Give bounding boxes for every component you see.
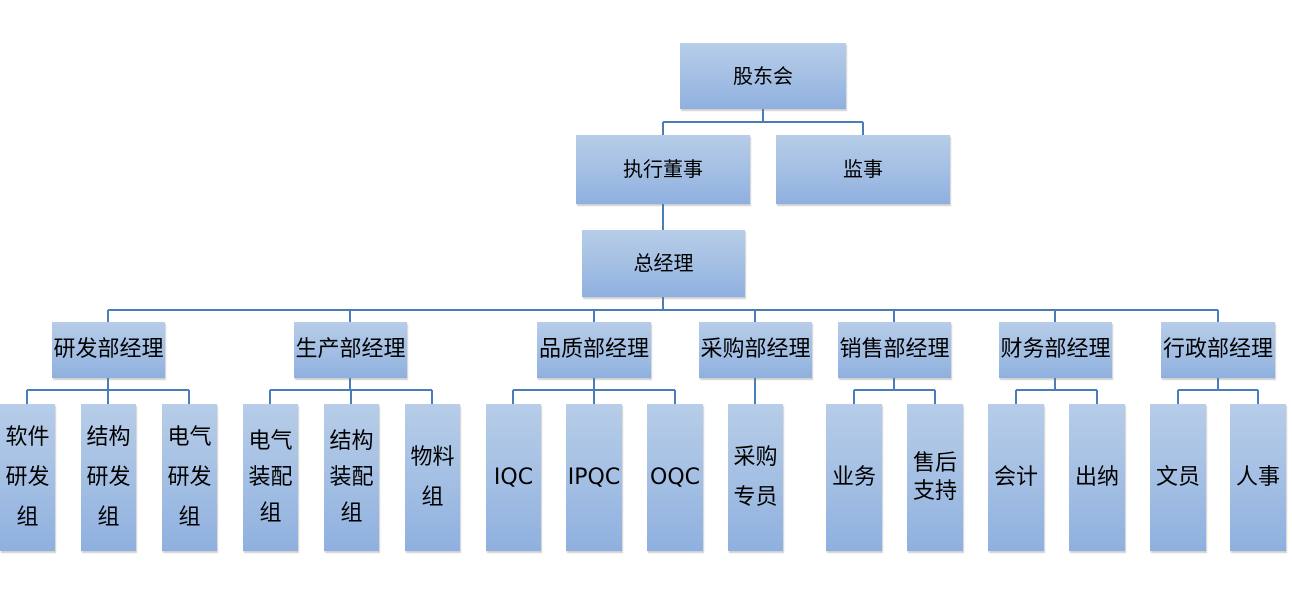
team-purchasing-specialist: 采购 专员 [728,404,783,551]
dept-finance-box: 财务部经理 [999,322,1112,378]
dept-production-box: 生产部经理 [294,322,407,378]
team-label: 会计 [993,464,1038,490]
dept-sales-label: 销售部经理 [839,337,950,363]
team-label: 电气 研发 组 [167,424,212,530]
dept-admin-box: 行政部经理 [1161,322,1275,378]
team-clerk: 文员 [1150,404,1206,551]
team-label: IQC [493,464,534,490]
team-accounting: 会计 [988,404,1044,551]
dept-quality-label: 品质部经理 [538,337,649,363]
dept-purchasing-label: 采购部经理 [700,337,811,363]
team-label: 采购 专员 [733,444,778,510]
team-label: 物料 组 [410,444,455,510]
team-cashier: 出纳 [1069,404,1125,551]
team-ipqc: IPQC [566,404,622,551]
team-structure-assembly: 结构 装配 组 [324,404,379,551]
team-hr: 人事 [1230,404,1286,551]
team-label: 软件 研发 组 [5,424,50,530]
team-label: 结构 研发 组 [86,424,131,530]
team-label: IPQC [567,464,621,490]
team-business: 业务 [826,404,882,551]
team-label: 售后 支持 [912,451,957,504]
dept-rd-box: 研发部经理 [52,322,165,378]
shareholders-label: 股东会 [733,63,793,88]
team-materials: 物料 组 [405,404,460,551]
team-label: 文员 [1155,464,1200,490]
team-label: 人事 [1235,464,1280,490]
general-manager-label: 总经理 [633,251,694,275]
supervisor-label: 监事 [843,157,883,181]
team-structure-rd: 结构 研发 组 [81,404,136,551]
dept-admin-label: 行政部经理 [1162,337,1273,363]
dept-purchasing-box: 采购部经理 [699,322,812,378]
team-after-sales: 售后 支持 [907,404,963,551]
team-software-rd: 软件 研发 组 [0,404,55,551]
team-label: 出纳 [1074,464,1119,490]
team-label: 结构 装配 组 [329,428,374,526]
dept-production-label: 生产部经理 [295,337,406,363]
dept-rd-label: 研发部经理 [53,337,164,363]
team-label: OQC [650,464,700,490]
team-iqc: IQC [486,404,541,551]
dept-finance-label: 财务部经理 [1000,337,1111,363]
dept-quality-box: 品质部经理 [537,322,651,378]
shareholders-box: 股东会 [680,43,846,109]
general-manager-box: 总经理 [582,230,745,297]
supervisor-box: 监事 [776,135,950,204]
team-label: 电气 装配 组 [248,428,293,526]
team-electrical-rd: 电气 研发 组 [162,404,217,551]
executive-director-label: 执行董事 [623,157,703,181]
executive-director-box: 执行董事 [576,135,750,204]
team-electrical-assembly: 电气 装配 组 [243,404,298,551]
team-label: 业务 [831,464,876,490]
team-oqc: OQC [647,404,703,551]
dept-sales-box: 销售部经理 [838,322,951,378]
